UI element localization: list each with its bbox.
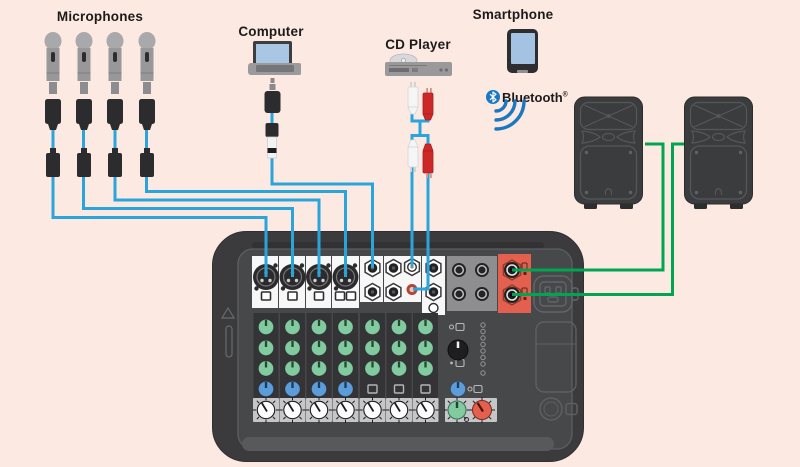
computer-label: Computer: [238, 24, 304, 39]
microphones-label: Microphones: [56, 9, 144, 24]
master-section: [447, 322, 486, 398]
cd-player-icon: [385, 53, 452, 76]
microphone-icon-1: [44, 32, 62, 177]
phone-screen: [510, 33, 535, 64]
quarter-inch-adapter: [265, 123, 279, 137]
bluetooth-icon: [486, 90, 500, 104]
registered-mark: ®: [562, 91, 568, 99]
rca-plugs: [407, 82, 434, 178]
speaker-left: [574, 96, 643, 209]
mixer: [212, 231, 584, 462]
speaker-right: [684, 96, 753, 209]
microphone-icon-4: [138, 32, 155, 177]
phone-home-bar: [517, 70, 528, 73]
master-min-mark: [464, 417, 469, 422]
rca-plug-red-top: [422, 88, 434, 121]
laptop-icon: [248, 41, 301, 75]
bluetooth-label: Bluetooth®: [502, 90, 568, 105]
battery-door: [535, 321, 577, 393]
rca-plug-red-bottom: [422, 143, 434, 178]
microphone-icon-3: [106, 32, 124, 177]
wireless-waves-icon: [494, 99, 526, 131]
reverb-knob: [447, 339, 469, 361]
cd-player-label: CD Player: [385, 37, 451, 52]
rca-plug-white-top: [407, 82, 419, 115]
footswitch-jack: [428, 302, 439, 314]
smartphone-label: Smartphone: [472, 7, 554, 22]
connector-port-icon: [539, 397, 578, 421]
handle-marks: [220, 306, 236, 358]
smartphone-icon: [507, 29, 538, 73]
speaker-cables-green: [512, 142, 687, 296]
minijack-plug-icon: [264, 78, 281, 159]
rca-plug-white-bottom: [407, 139, 419, 172]
level-meter-leds: [480, 322, 486, 376]
microphone-icon-2: [75, 32, 92, 177]
